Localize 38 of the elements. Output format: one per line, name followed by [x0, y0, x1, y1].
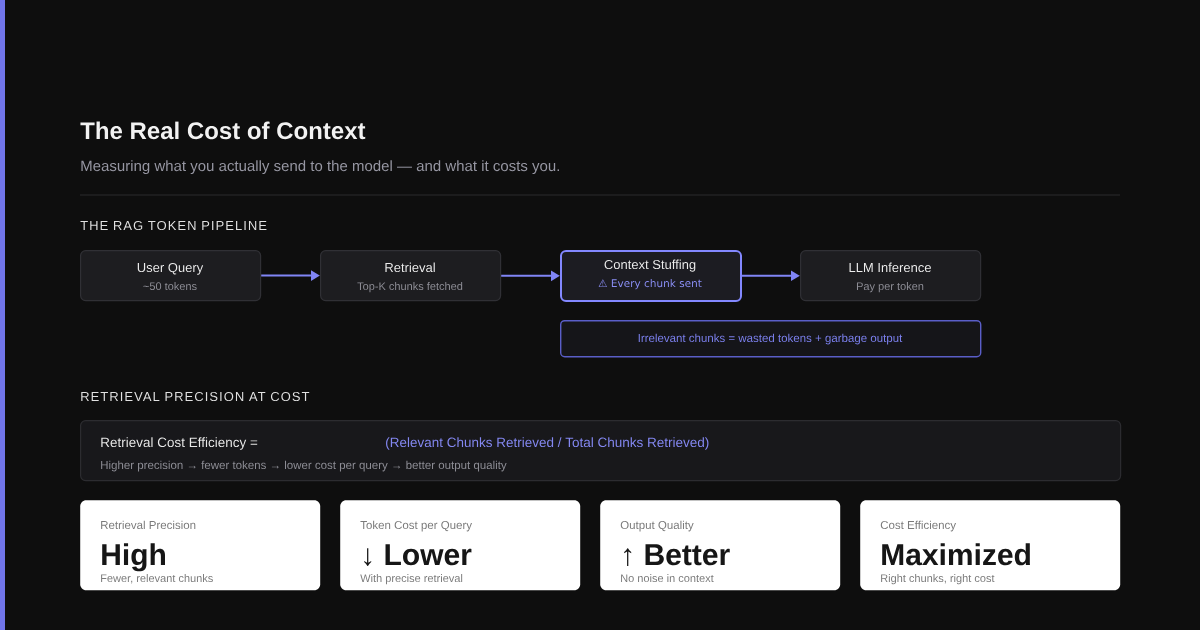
stat-card — [860, 500, 1121, 591]
process-box — [800, 250, 982, 302]
formula-box — [80, 420, 1122, 482]
warning-text: ⚠ Every chunk sent — [598, 279, 702, 290]
section-heading: THE RAG TOKEN PIPELINE — [80, 220, 267, 231]
node-title: Retrieval — [385, 262, 435, 273]
card-label: Output Quality — [620, 520, 694, 532]
stat-card — [80, 500, 321, 591]
card-caption: Right chunks, right cost — [881, 574, 995, 585]
process-box — [80, 250, 262, 302]
formula-text: Retrieval Cost Efficiency = — [101, 437, 258, 450]
node-title: Context Stuffing — [604, 259, 696, 272]
node-title: User Query — [137, 262, 204, 275]
card-label: Retrieval Precision — [101, 520, 196, 530]
section-heading: RETRIEVAL PRECISION AT COST — [81, 391, 310, 402]
node-title: LLM Inference — [849, 262, 931, 273]
card-label: Cost Efficiency — [880, 520, 956, 532]
stat-value: ↑ Better — [624, 544, 730, 566]
card-caption: Fewer, relevant chunks — [101, 574, 213, 584]
card-caption: With precise retrieval — [360, 574, 463, 585]
node-subtitle: Pay per token — [857, 282, 924, 293]
stat-card — [600, 500, 841, 591]
process-box — [320, 250, 502, 302]
formula-note: Higher precision → fewer tokens → lower cost per query → better output quality — [101, 460, 507, 472]
formula-text: (Relevant Chunks Retrieved / Total Chunks Retrieved) — [386, 437, 709, 450]
card-label: Token Cost per Query — [360, 520, 472, 532]
note-text: Irrelevant chunks = wasted tokens + garbage output — [638, 333, 903, 345]
process-box — [560, 250, 742, 302]
subtitle: Measuring what you actually send to the model — and what it costs you. — [81, 160, 559, 175]
stat-value: ↓ Lower — [364, 544, 472, 566]
title: The Real Cost of Context — [80, 121, 366, 140]
note-box — [560, 320, 982, 358]
card-caption: No noise in context — [621, 574, 714, 583]
stat-card — [340, 500, 581, 591]
node-subtitle: Top-K chunks fetched — [357, 282, 463, 293]
stat-value: Maximized — [882, 543, 1030, 566]
stat-value: High — [102, 543, 165, 572]
node-subtitle: ~50 tokens — [143, 282, 197, 291]
